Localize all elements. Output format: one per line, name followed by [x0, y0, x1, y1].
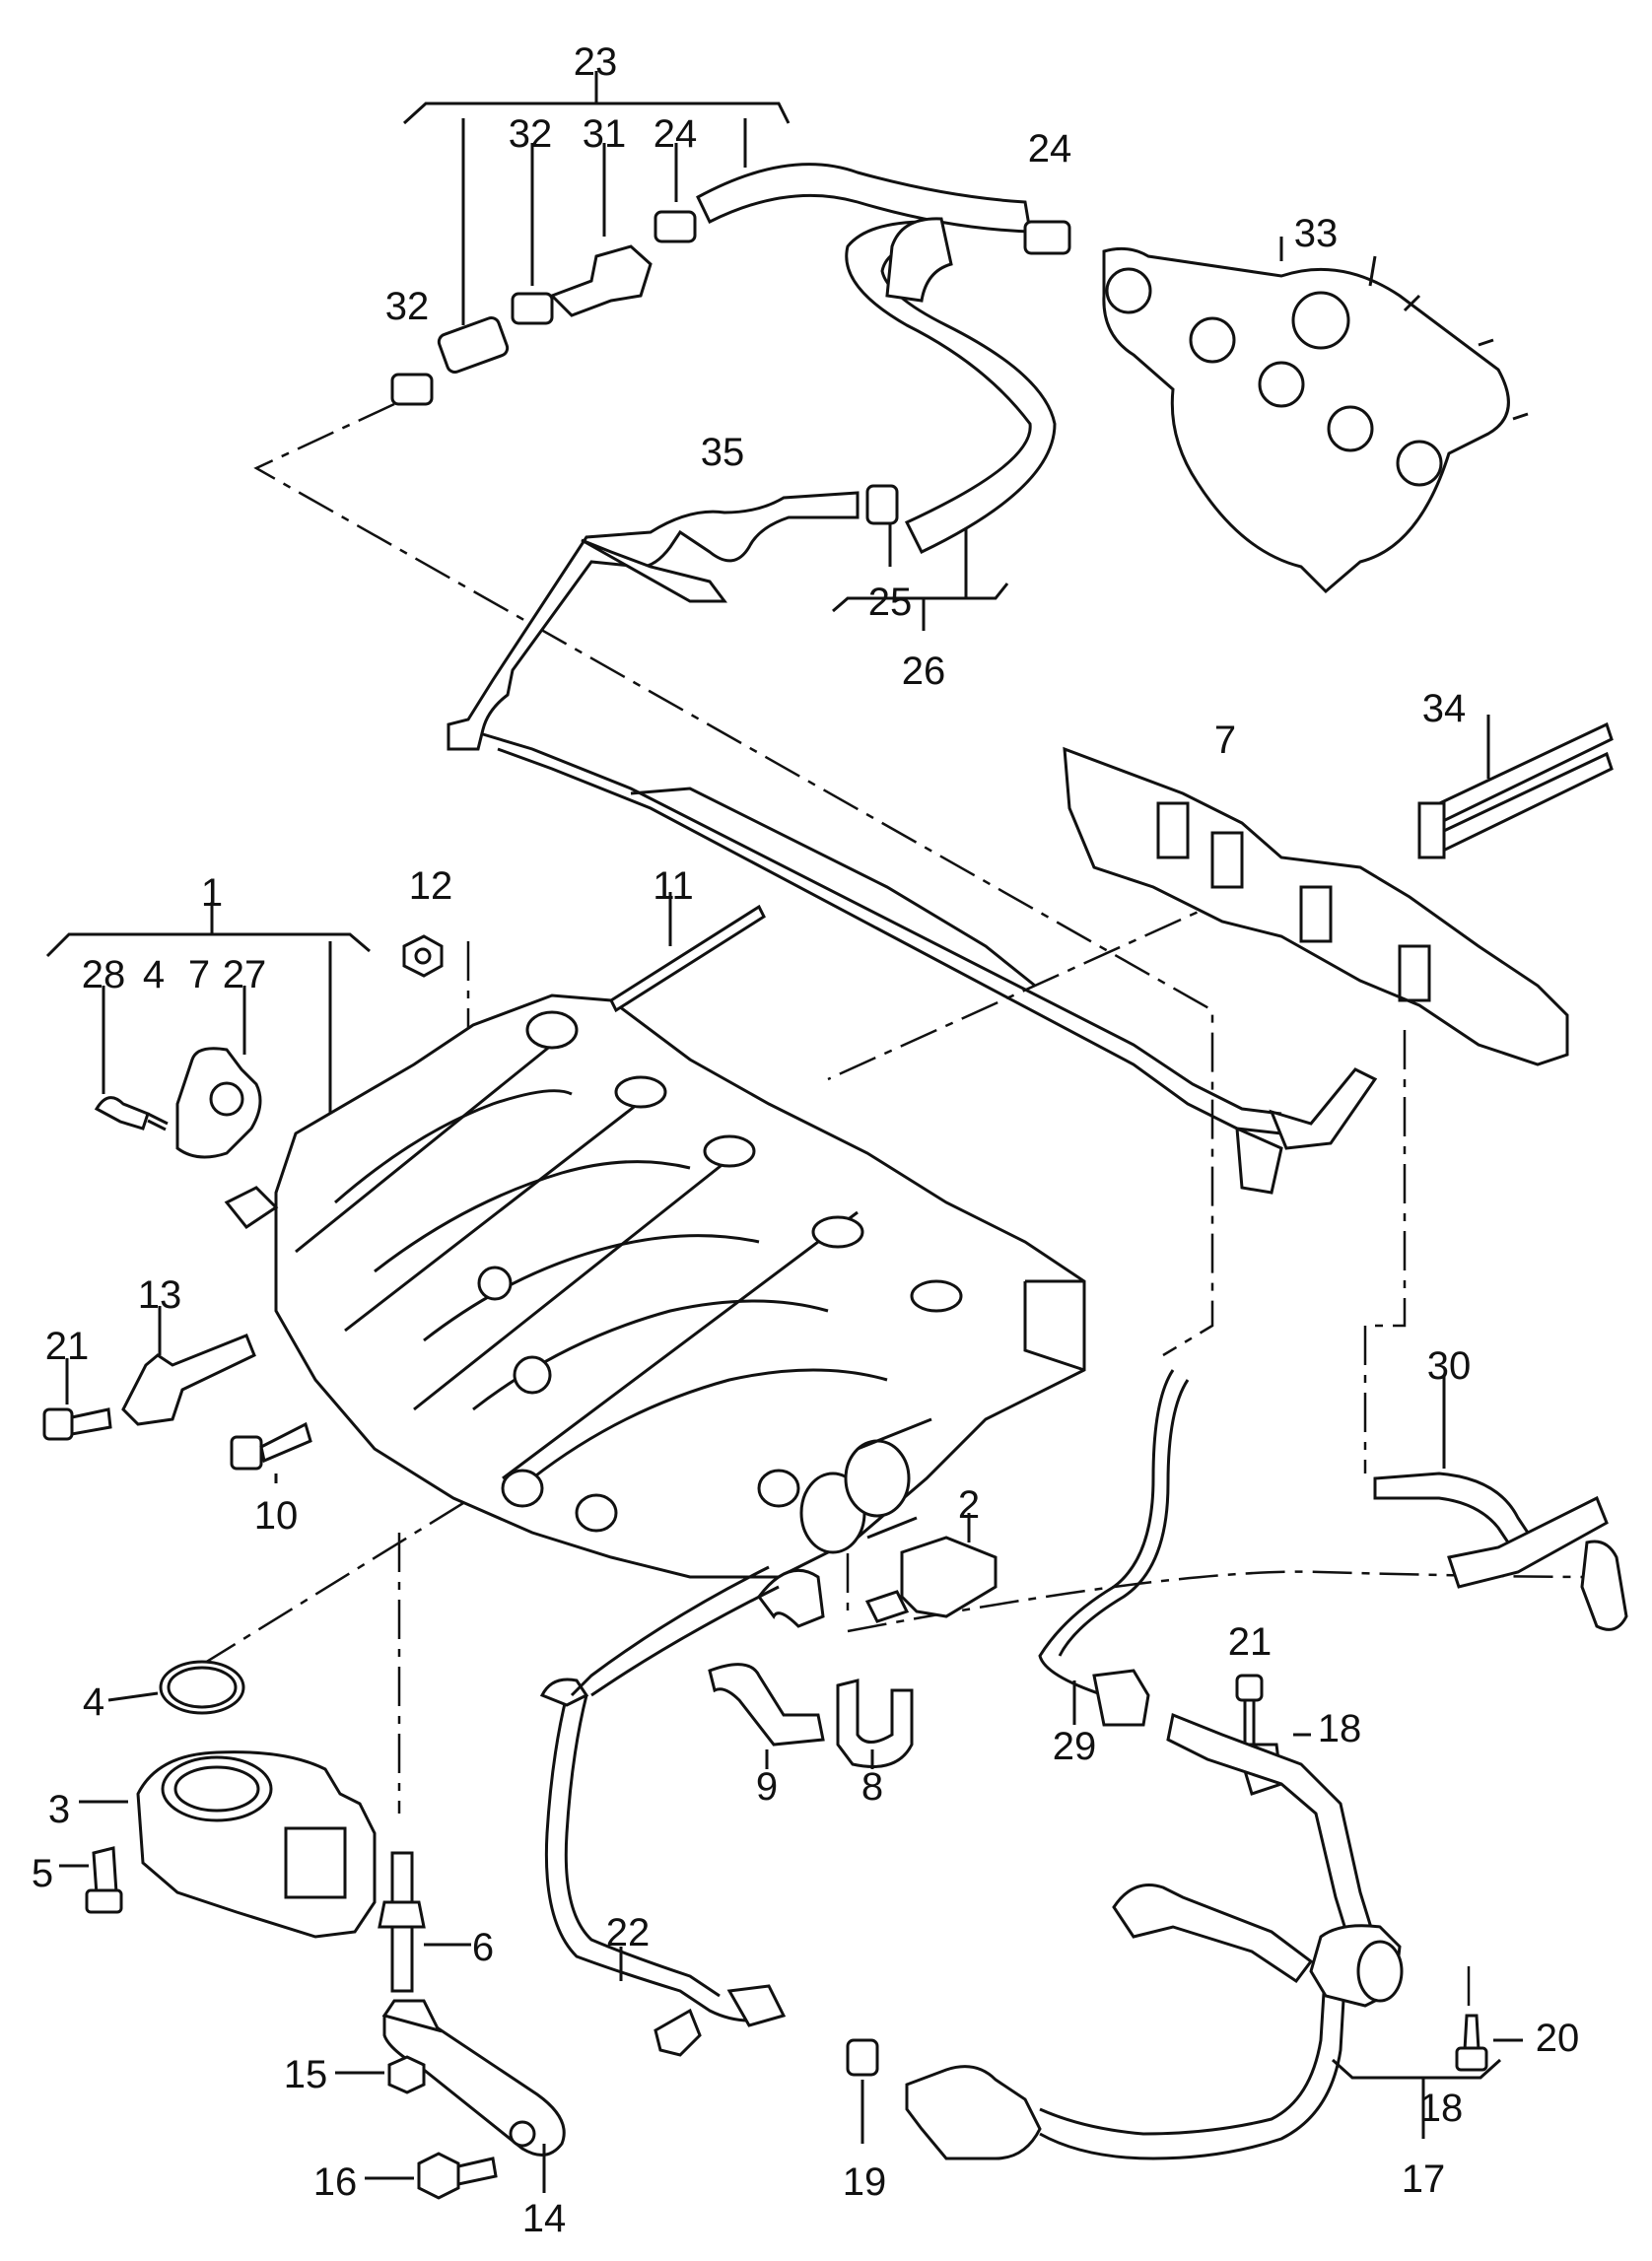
- valve-17: [1309, 1924, 1404, 2008]
- sensor-27: [175, 986, 262, 1159]
- bolt-21-right: [1235, 1674, 1264, 1745]
- label-23: 23: [574, 40, 618, 84]
- callout-labels: 23 32 31 24 24 33 32 35 25 26 34 7 1 12 …: [32, 40, 1579, 2240]
- bolt-5: [59, 1846, 123, 1914]
- label-20: 20: [1536, 2017, 1580, 2060]
- label-1: 1: [201, 871, 223, 915]
- bracket-23: [402, 71, 791, 325]
- hose-9: [708, 1663, 825, 1769]
- seal-ring-4: [107, 1660, 245, 1715]
- stud-11: [609, 892, 766, 1013]
- hose-22: [539, 1678, 787, 2057]
- label-21: 21: [45, 1325, 90, 1368]
- label-7: 7: [188, 953, 210, 996]
- label-32: 32: [385, 285, 430, 328]
- bolt-6: [378, 1851, 471, 1993]
- hose-23-short: [437, 316, 510, 374]
- intake-manifold-1: [224, 993, 1086, 1579]
- label-21: 21: [1228, 1620, 1273, 1664]
- label-11: 11: [653, 864, 694, 908]
- bolt-16: [365, 2152, 498, 2200]
- sensor-13: [121, 1306, 256, 1426]
- label-7: 7: [1214, 719, 1236, 762]
- pipe-from-manifold: [570, 1565, 780, 1697]
- connector-hose-upper: [757, 1568, 825, 1628]
- label-2: 2: [958, 1483, 980, 1527]
- bracket-14: [381, 1999, 566, 2193]
- label-24: 24: [1028, 127, 1072, 171]
- label-19: 19: [843, 2160, 887, 2204]
- exhaust-manifold-33: [1102, 237, 1529, 594]
- label-18: 18: [1419, 2087, 1464, 2130]
- label-15: 15: [284, 2053, 328, 2096]
- label-12: 12: [409, 864, 453, 908]
- clamp-19: [846, 2038, 879, 2144]
- hose-bottom-to-valve-17: [1039, 1960, 1347, 2160]
- bracket-1: [45, 902, 371, 1143]
- nut-15: [335, 2055, 426, 2094]
- label-4: 4: [83, 1680, 104, 1724]
- label-25: 25: [868, 581, 913, 624]
- label-5: 5: [32, 1852, 53, 1895]
- label-8: 8: [861, 1765, 883, 1809]
- throttle-body-3: [79, 1750, 377, 1939]
- label-14: 14: [522, 2197, 567, 2240]
- hose-29: [1038, 1369, 1190, 1727]
- valve-19-body: [905, 2065, 1042, 2160]
- nut-12: [402, 934, 444, 978]
- label-9: 9: [756, 1765, 778, 1809]
- label-24: 24: [654, 112, 698, 156]
- bracket-18-17: [1331, 2058, 1502, 2139]
- label-13: 13: [138, 1273, 182, 1317]
- clamp-24-right: [1023, 220, 1071, 255]
- clamp-32-left: [390, 373, 434, 406]
- label-16: 16: [313, 2160, 358, 2204]
- label-32: 32: [509, 112, 553, 156]
- screw-20: [1455, 2014, 1523, 2072]
- label-10: 10: [254, 1494, 299, 1538]
- label-30: 30: [1427, 1344, 1472, 1388]
- actuator-on-manifold: [799, 1417, 932, 1554]
- hose-23-long: [696, 163, 1032, 234]
- bolt-28: [94, 1096, 169, 1131]
- pipe-35: [447, 491, 860, 751]
- pipe-upper-to-valve-17: [1112, 1884, 1314, 1984]
- bolt-21-left: [42, 1358, 112, 1441]
- label-31: 31: [583, 112, 627, 156]
- clamp-25: [865, 484, 899, 525]
- long-pipe: [482, 732, 1378, 1195]
- hose-30: [1373, 1375, 1628, 1631]
- label-4: 4: [143, 953, 165, 996]
- label-28: 28: [82, 953, 126, 996]
- label-33: 33: [1294, 212, 1339, 255]
- label-26: 26: [902, 650, 946, 693]
- label-27: 27: [223, 953, 267, 996]
- label-17: 17: [1402, 2158, 1446, 2201]
- gasket-7: [1063, 746, 1569, 1066]
- hose-26: [845, 217, 1057, 554]
- solenoid-valve-2: [864, 1513, 998, 1623]
- clamp-32-mid: [511, 292, 554, 325]
- clamp-24-left: [654, 210, 697, 243]
- label-18: 18: [1318, 1707, 1362, 1750]
- label-29: 29: [1053, 1725, 1097, 1768]
- valve-31: [549, 244, 653, 317]
- label-35: 35: [701, 431, 745, 474]
- hose-8: [836, 1679, 914, 1769]
- label-3: 3: [48, 1788, 70, 1831]
- label-34: 34: [1422, 687, 1467, 730]
- cable-ties-34: [1417, 715, 1614, 859]
- label-6: 6: [472, 1926, 494, 1969]
- bolt-10: [230, 1421, 312, 1483]
- label-22: 22: [606, 1911, 651, 1954]
